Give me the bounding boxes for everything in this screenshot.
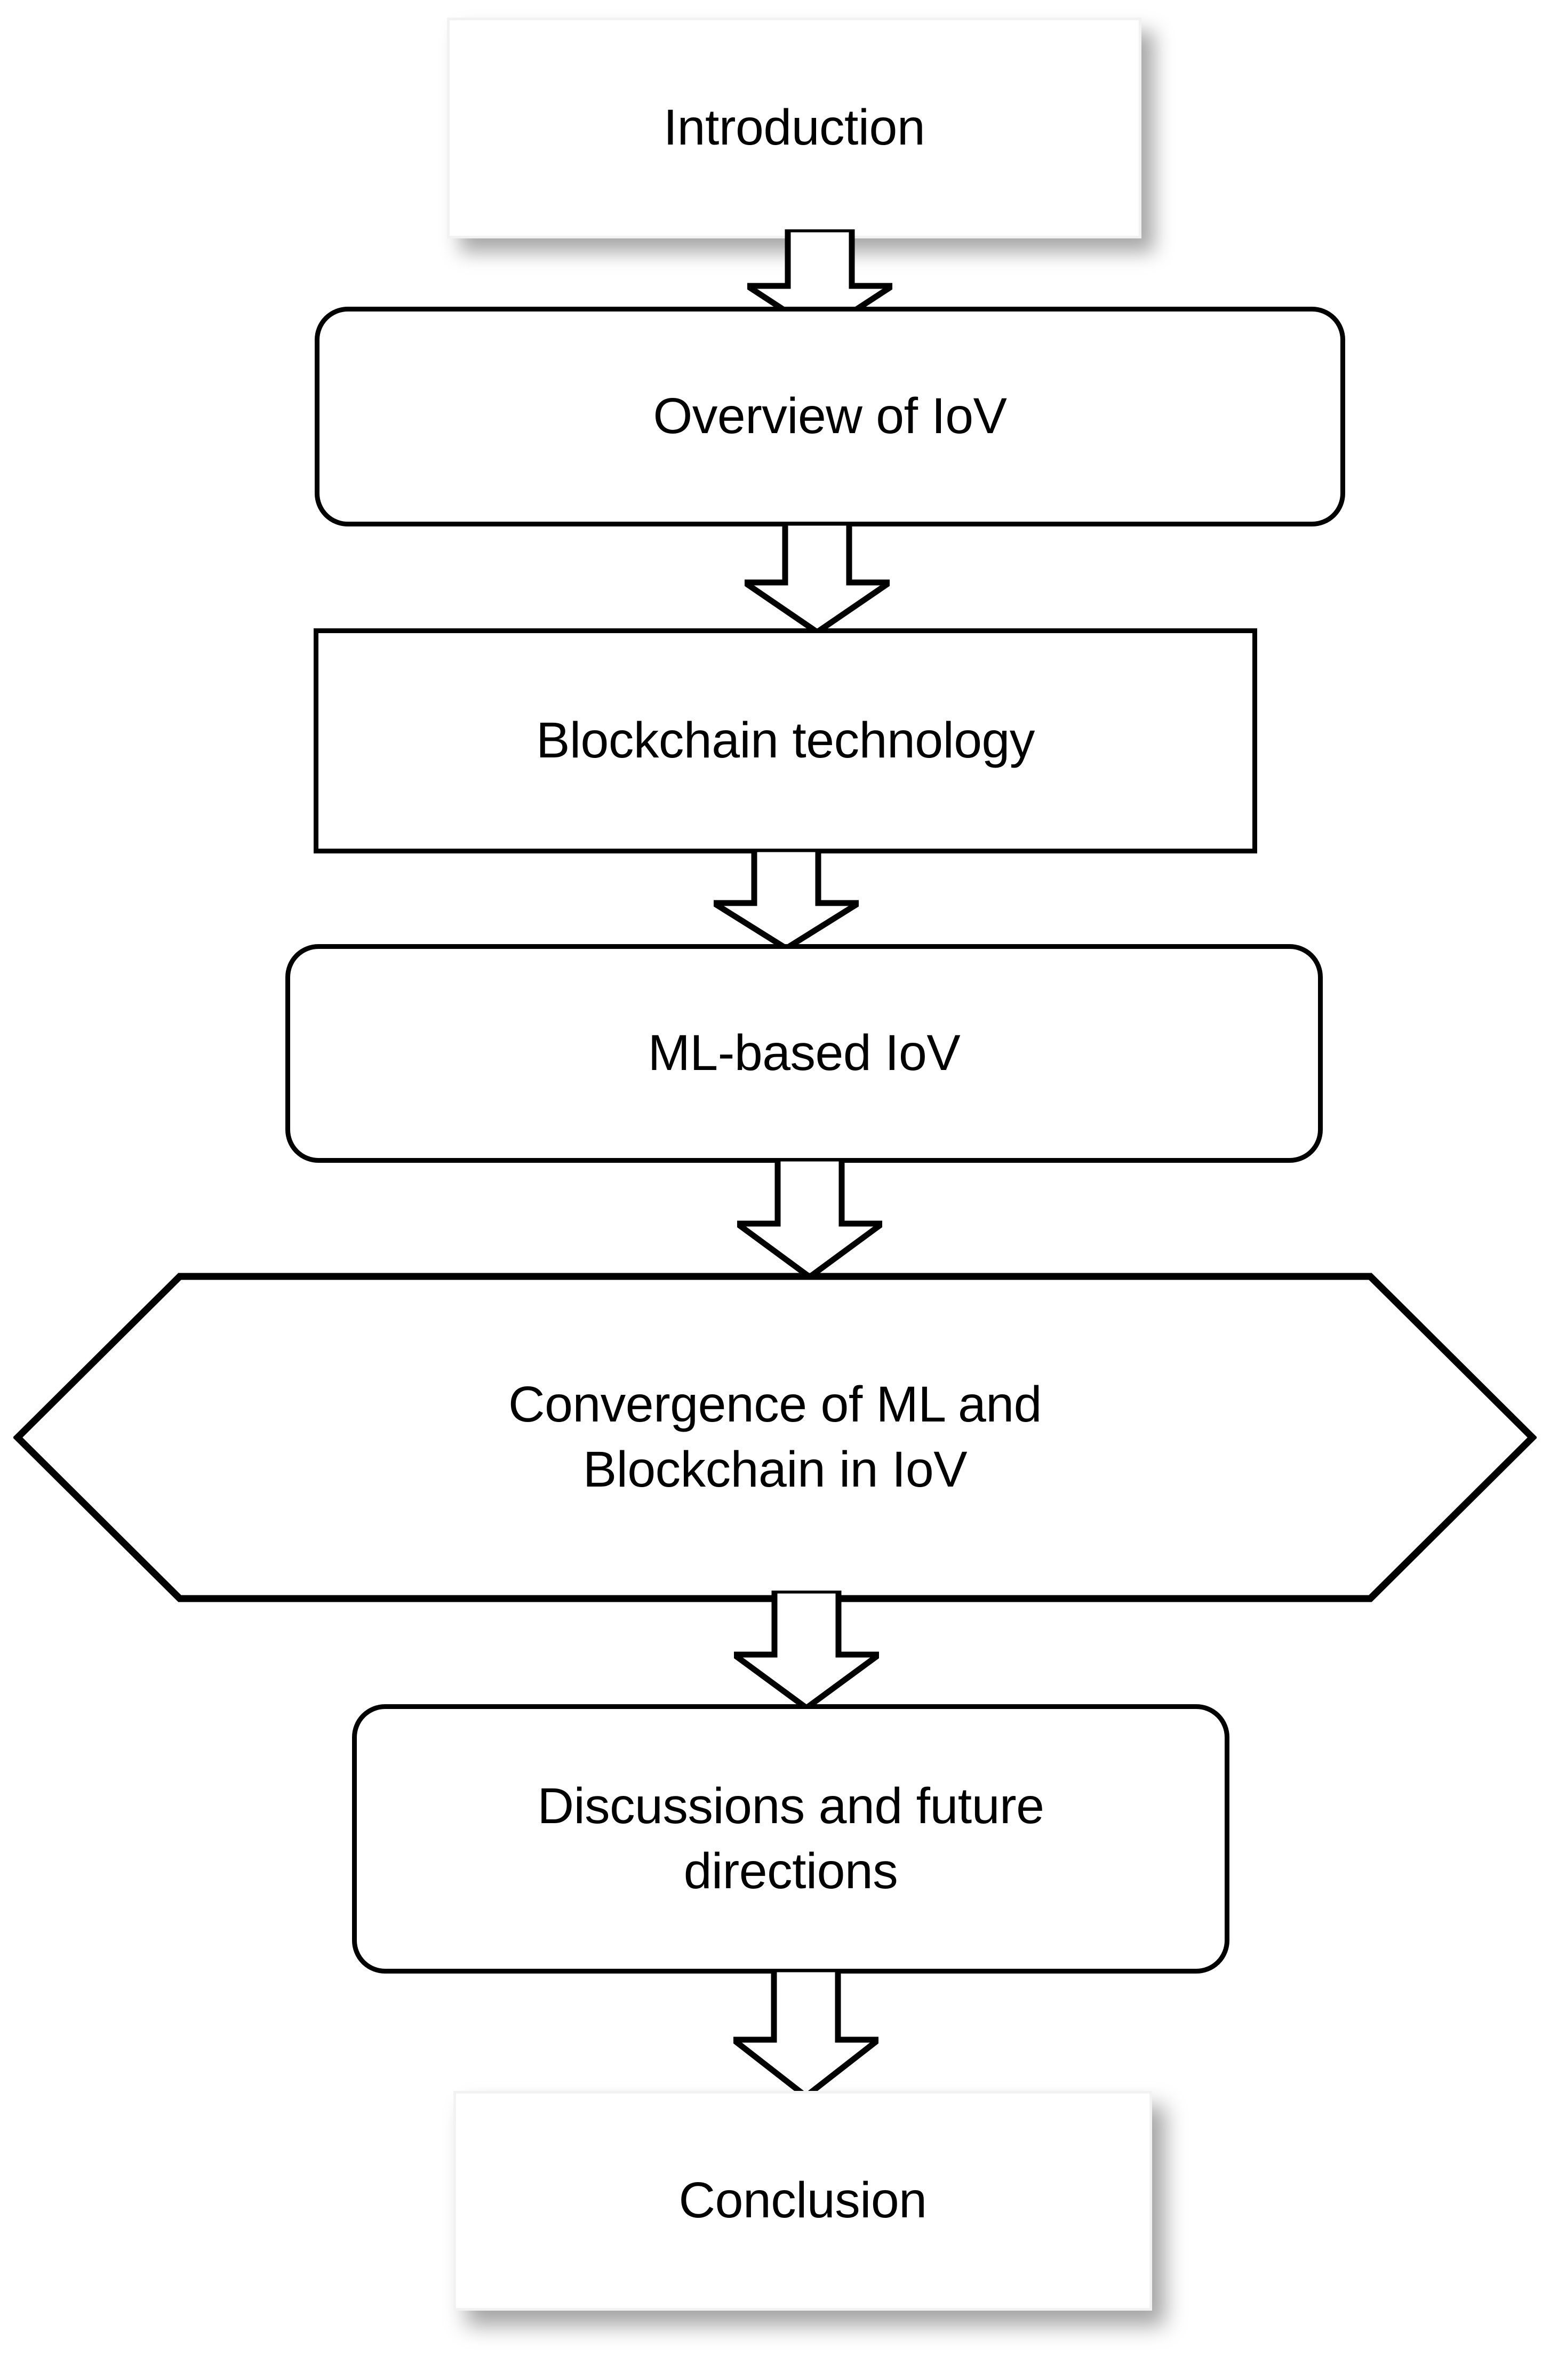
- node-convergence-of-ml-and-blockchain-in-iov[interactable]: [13, 1272, 1537, 1603]
- arrow-ml-to-convergence-icon: [737, 1159, 882, 1277]
- node-ml-based-iov[interactable]: [285, 944, 1323, 1163]
- arrow-blockchain-to-ml-icon: [714, 849, 859, 948]
- arrow-discussions-to-conclusion-icon: [733, 1969, 878, 2096]
- node-conclusion[interactable]: [453, 2091, 1152, 2311]
- node-overview-of-iov[interactable]: [315, 307, 1345, 526]
- node-discussions-and-future-directions[interactable]: [352, 1704, 1229, 1974]
- arrow-overview-to-blockchain-icon: [745, 523, 890, 632]
- arrow-convergence-to-discussions-icon: [734, 1591, 879, 1708]
- node-introduction[interactable]: [447, 18, 1141, 238]
- node-blockchain-technology[interactable]: [314, 628, 1257, 853]
